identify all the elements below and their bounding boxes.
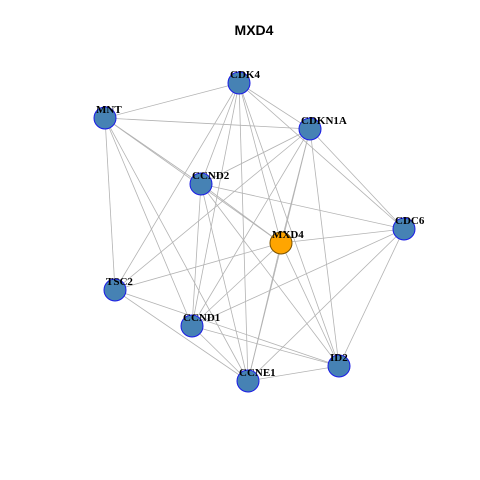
node-label: CCNE1 — [239, 367, 276, 379]
edge-cdkn1a-id2 — [309, 128, 340, 367]
node-cdkn1a[interactable]: CDKN1A — [298, 115, 347, 141]
node-ccne1[interactable]: CCNE1 — [236, 367, 276, 393]
node-ccnd1[interactable]: CCND1 — [180, 312, 220, 338]
edge-cdk4-mxd4 — [238, 82, 282, 244]
edge-ccnd2-id2 — [200, 183, 340, 367]
node-label: CDK4 — [230, 69, 260, 81]
edge-cdk4-ccnd1 — [191, 82, 240, 327]
node-circle[interactable] — [392, 217, 416, 241]
edge-mxd4-ccnd1 — [191, 242, 282, 327]
edge-mnt-ccne1 — [104, 117, 249, 382]
edge-cdkn1a-ccnd1 — [191, 128, 311, 327]
edge-cdk4-cdkn1a — [238, 82, 311, 130]
node-circle[interactable] — [93, 106, 117, 130]
edge-cdk4-tsc2 — [114, 82, 240, 291]
edge-cdk4-cdc6 — [238, 82, 405, 230]
edge-ccnd2-ccnd1 — [191, 183, 202, 327]
edge-mxd4-tsc2 — [114, 242, 282, 291]
node-circle[interactable] — [236, 369, 260, 393]
edge-mnt-ccnd1 — [104, 117, 193, 327]
edge-ccnd1-id2 — [191, 325, 340, 367]
node-circle[interactable] — [269, 231, 293, 255]
edge-mxd4-id2 — [280, 242, 340, 367]
edge-cdk4-id2 — [238, 82, 340, 367]
edge-ccnd1-ccne1 — [191, 325, 249, 382]
node-circle[interactable] — [103, 278, 127, 302]
edge-cdkn1a-ccnd2 — [200, 128, 311, 185]
node-label: ID2 — [330, 352, 348, 364]
edge-cdk4-ccnd2 — [200, 82, 240, 185]
edge-id2-ccne1 — [247, 365, 340, 382]
edge-mxd4-ccne1 — [247, 242, 282, 382]
edge-tsc2-ccne1 — [114, 289, 249, 382]
node-mnt[interactable]: MNT — [93, 104, 122, 130]
node-label: CDKN1A — [301, 115, 347, 127]
node-label: TSC2 — [106, 276, 133, 288]
node-circle[interactable] — [327, 354, 351, 378]
node-ccnd2[interactable]: CCND2 — [189, 170, 230, 196]
node-label: MXD4 — [272, 229, 304, 241]
edge-ccnd2-mxd4 — [200, 183, 282, 244]
node-circle[interactable] — [227, 71, 251, 95]
edge-ccnd2-ccne1 — [200, 183, 249, 382]
node-cdk4[interactable]: CDK4 — [227, 69, 260, 95]
node-tsc2[interactable]: TSC2 — [103, 276, 133, 302]
edge-layer — [104, 82, 405, 382]
diagram-title: MXD4 — [235, 22, 274, 38]
node-circle[interactable] — [180, 314, 204, 338]
node-circle[interactable] — [298, 117, 322, 141]
node-label: CCND1 — [183, 312, 220, 324]
node-circle[interactable] — [189, 172, 213, 196]
edge-cdkn1a-cdc6 — [309, 128, 405, 230]
edge-tsc2-id2 — [114, 289, 340, 367]
node-label: CDC6 — [395, 215, 425, 227]
edge-ccnd2-cdc6 — [200, 183, 405, 230]
edge-mnt-tsc2 — [104, 117, 116, 291]
edge-mxd4-cdc6 — [280, 228, 405, 244]
edge-cdk4-ccne1 — [238, 82, 249, 382]
edge-cdc6-ccnd1 — [191, 228, 405, 327]
node-label: MNT — [96, 104, 122, 116]
edge-mnt-cdkn1a — [104, 117, 311, 130]
edge-cdk4-mnt — [104, 82, 240, 119]
edge-cdc6-ccne1 — [247, 228, 405, 382]
node-mxd4[interactable]: MXD4 — [269, 229, 304, 255]
edge-cdc6-id2 — [338, 228, 405, 367]
node-label: CCND2 — [192, 170, 230, 182]
node-cdc6[interactable]: CDC6 — [392, 215, 425, 241]
edge-cdkn1a-tsc2 — [114, 128, 311, 291]
node-id2[interactable]: ID2 — [327, 352, 351, 378]
